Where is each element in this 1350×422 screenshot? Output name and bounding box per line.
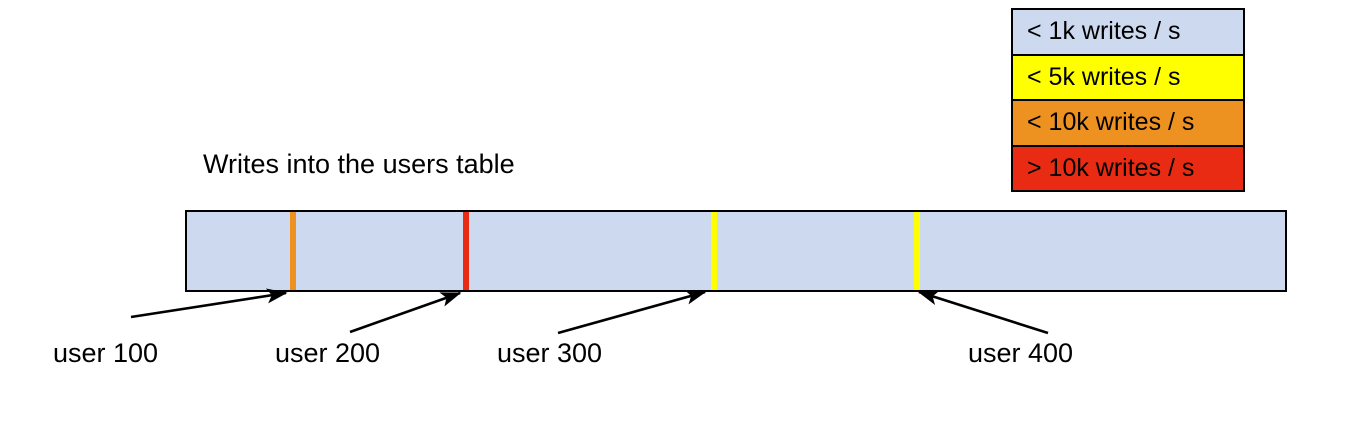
marker-user-200	[463, 212, 469, 290]
arrow-user-200	[349, 291, 462, 334]
legend-row-lt-10k: < 10k writes / s	[1013, 101, 1243, 147]
label-user-200: user 200	[275, 338, 381, 368]
legend-label-gt-10k: > 10k writes / s	[1027, 153, 1195, 182]
marker-user-400	[914, 212, 920, 290]
label-user-100: user 100	[53, 338, 159, 368]
key-range-bar	[185, 210, 1287, 292]
chart-title: Writes into the users table	[203, 149, 515, 179]
legend-label-lt-5k: < 5k writes / s	[1027, 62, 1181, 91]
legend-row-lt-5k: < 5k writes / s	[1013, 55, 1243, 101]
legend-label-lt-1k: < 1k writes / s	[1027, 17, 1181, 46]
arrow-user-400	[917, 290, 1049, 335]
legend: < 1k writes / s < 5k writes / s < 10k wr…	[1011, 8, 1245, 192]
marker-user-300	[711, 212, 717, 290]
legend-row-gt-10k: > 10k writes / s	[1013, 146, 1243, 190]
label-user-300: user 300	[497, 338, 603, 368]
arrow-user-100	[130, 288, 288, 319]
label-user-400: user 400	[968, 338, 1074, 368]
legend-label-lt-10k: < 10k writes / s	[1027, 108, 1195, 137]
legend-row-lt-1k: < 1k writes / s	[1013, 10, 1243, 56]
arrow-user-300	[557, 289, 707, 335]
marker-user-100	[290, 212, 296, 290]
bar-background	[185, 210, 1287, 292]
